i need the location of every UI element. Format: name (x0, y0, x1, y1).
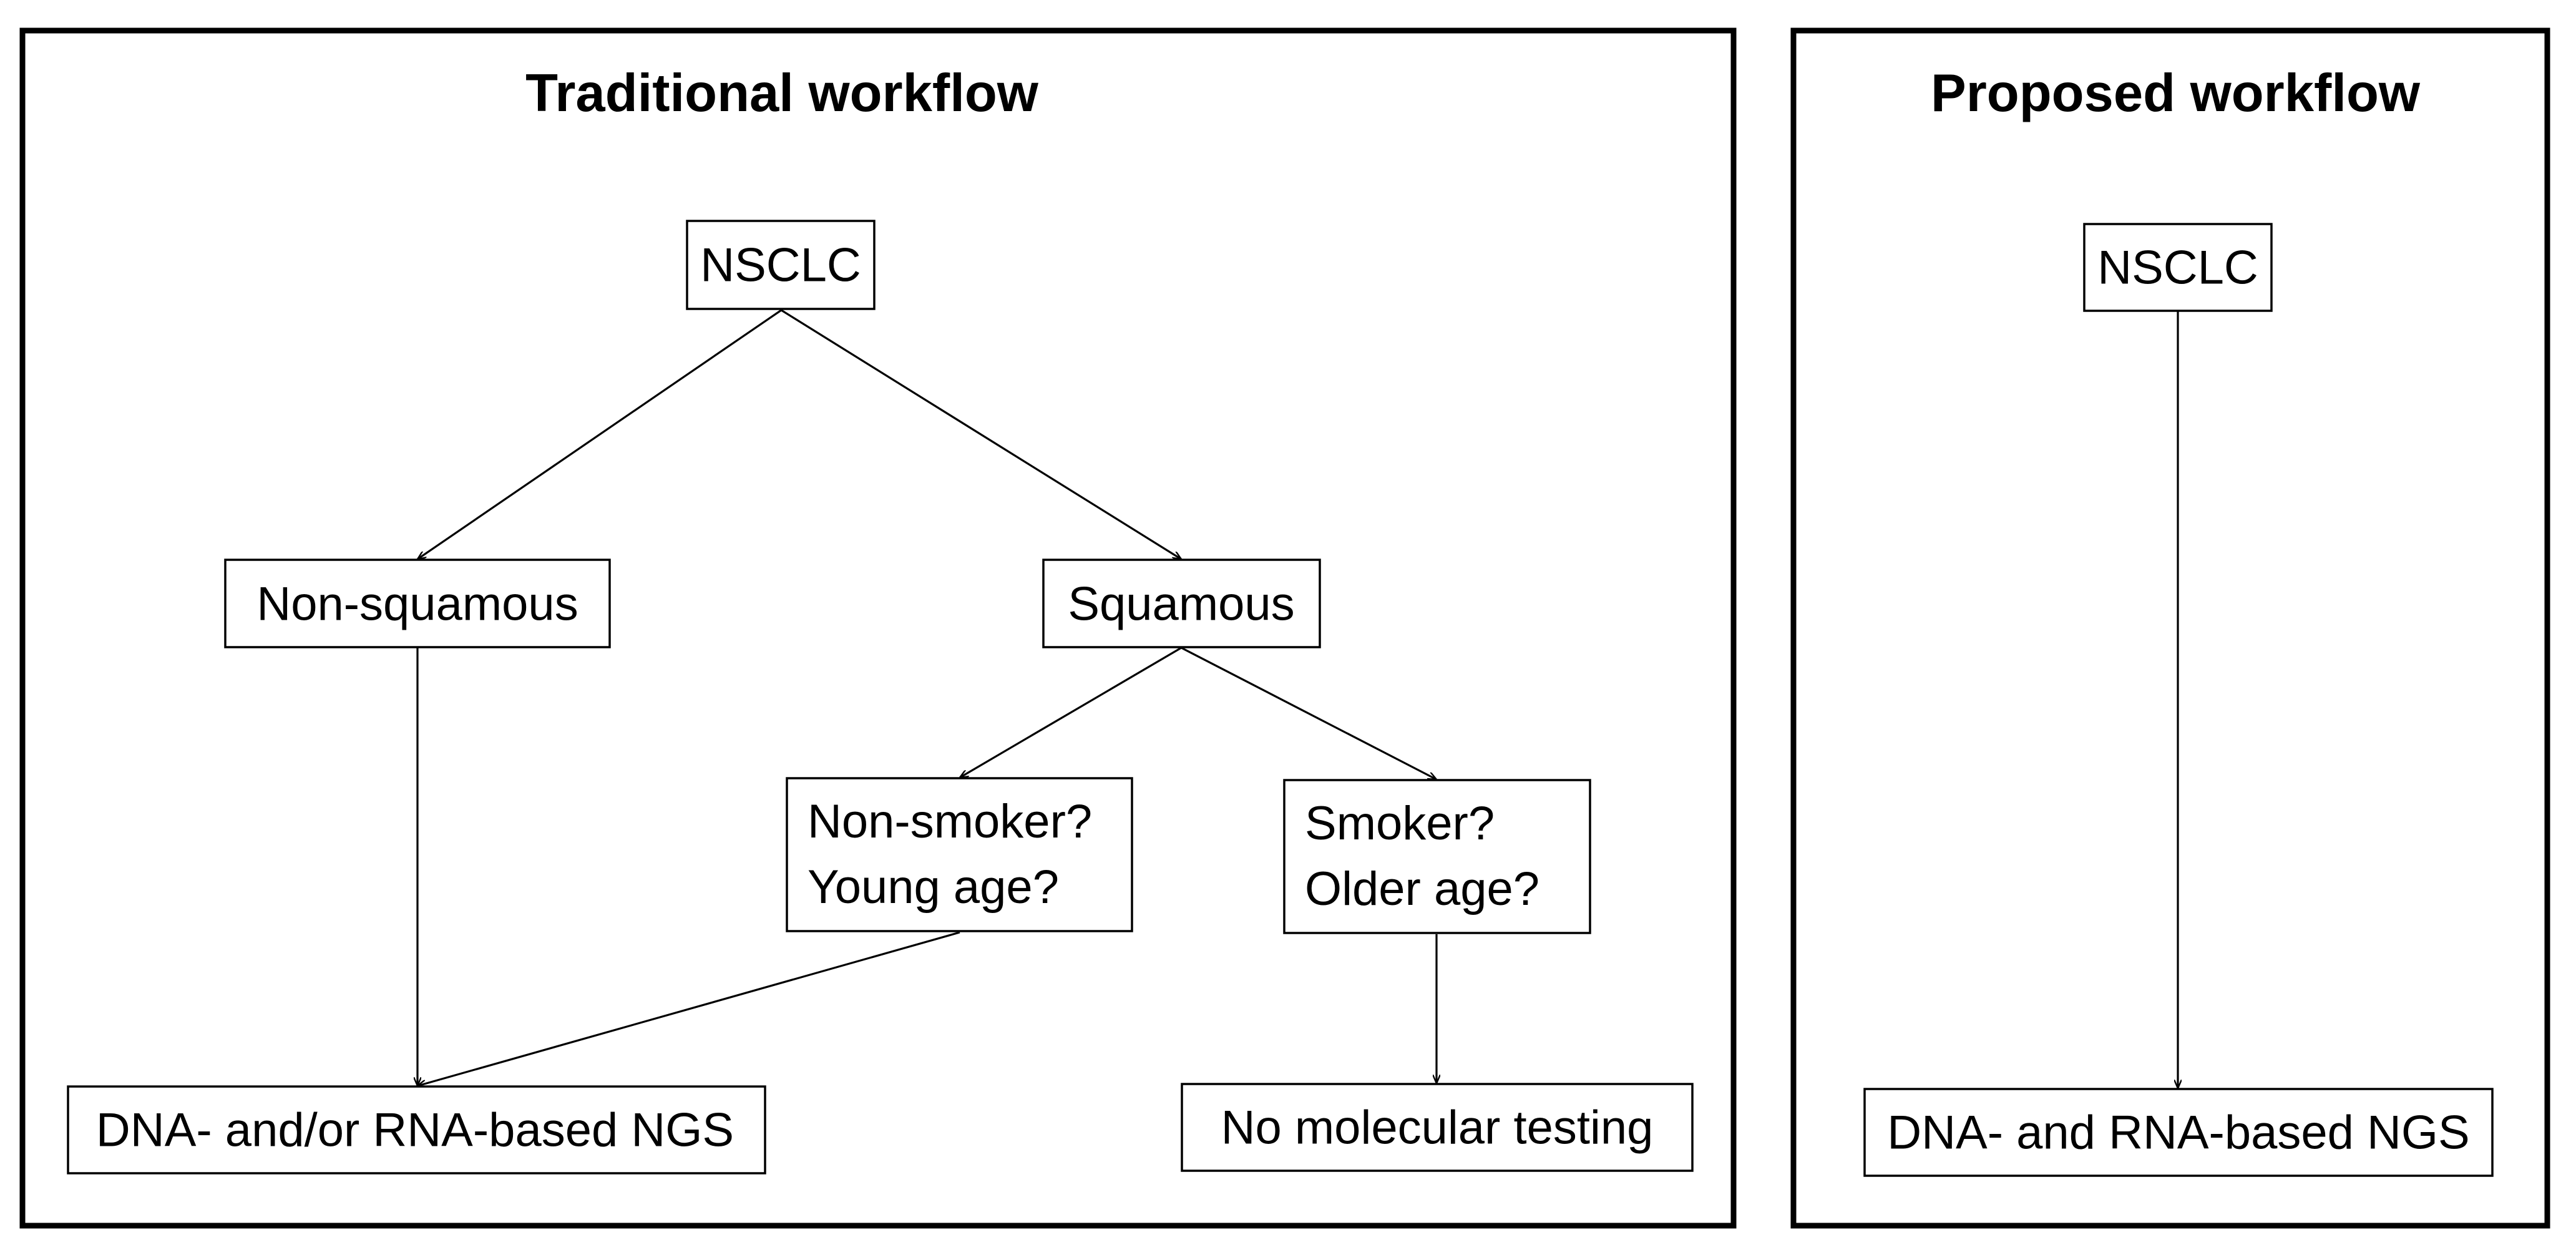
node-proposed-nsclc: NSCLC (2083, 223, 2273, 312)
node-traditional-ngs-box (67, 1085, 766, 1174)
node-nsclc-label: NSCLC (700, 239, 861, 292)
node-smoker-box (1283, 779, 1591, 934)
node-non-smoker-box (786, 777, 1133, 932)
node-non-squamous-label: Non-squamous (256, 578, 578, 631)
node-no-molecular-testing: No molecular testing (1181, 1083, 1694, 1172)
traditional-panel-title: Traditional workflow (525, 64, 1039, 123)
edge-non-smoker-to-ngs (417, 931, 960, 1086)
traditional-workflow-panel: Traditional workflow NSCLC Non-squamous … (19, 27, 1737, 1229)
node-non-smoker-young-age: Non-smoker? Young age? (786, 777, 1133, 932)
edge-squamous-to-smoker (1181, 647, 1437, 781)
edge-squamous-to-non-smoker (960, 647, 1182, 778)
edge-nsclc-to-non-squamous (417, 309, 782, 559)
node-proposed-ngs: DNA- and RNA-based NGS (1863, 1088, 2494, 1177)
node-smoker-older-age: Smoker? Older age? (1283, 779, 1591, 934)
traditional-edges (417, 309, 1437, 1086)
node-squamous-label: Squamous (1068, 578, 1294, 631)
node-squamous: Squamous (1042, 559, 1321, 648)
traditional-panel-frame (19, 27, 1737, 1229)
node-non-smoker-line1: Non-smoker? (807, 795, 1092, 848)
node-proposed-ngs-label: DNA- and RNA-based NGS (1887, 1106, 2469, 1160)
node-traditional-ngs-label: DNA- and/or RNA-based NGS (96, 1104, 734, 1157)
node-squamous-box (1042, 559, 1321, 648)
proposed-workflow-panel: Proposed workflow NSCLC DNA- and RNA-bas… (1790, 27, 2550, 1229)
node-no-testing-label: No molecular testing (1221, 1101, 1654, 1155)
node-nsclc: NSCLC (686, 220, 876, 310)
node-proposed-ngs-box (1863, 1088, 2494, 1177)
node-nsclc-box (686, 220, 876, 310)
node-smoker-line2: Older age? (1305, 862, 1539, 916)
proposed-panel-title: Proposed workflow (1931, 64, 2421, 123)
node-non-smoker-line2: Young age? (807, 861, 1059, 914)
node-proposed-nsclc-label: NSCLC (2097, 242, 2258, 295)
node-non-squamous-box (224, 559, 611, 648)
node-non-squamous: Non-squamous (224, 559, 611, 648)
node-traditional-ngs: DNA- and/or RNA-based NGS (67, 1085, 766, 1174)
node-proposed-nsclc-box (2083, 223, 2273, 312)
edge-nsclc-to-squamous (781, 309, 1181, 559)
node-smoker-line1: Smoker? (1305, 797, 1495, 850)
proposed-panel-frame (1790, 27, 2550, 1229)
node-no-testing-box (1181, 1083, 1694, 1172)
